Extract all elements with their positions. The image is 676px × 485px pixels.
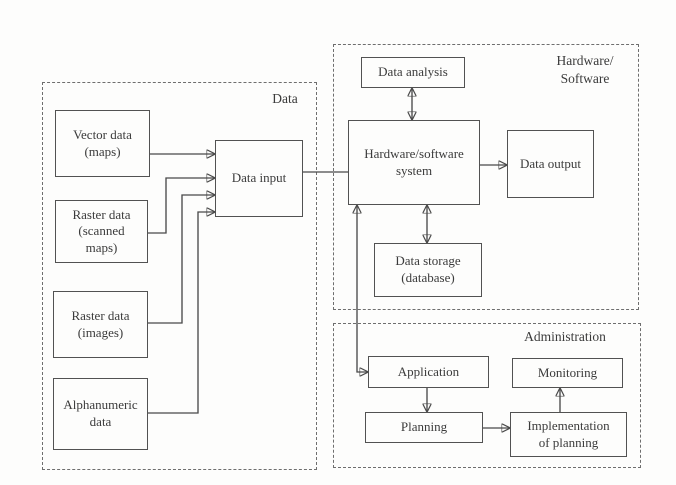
node-vector-data: Vector data (maps) — [55, 110, 150, 177]
node-alphanumeric-data-label: Alphanumeric data — [63, 397, 138, 429]
edge-raster-scanned-to-input — [148, 178, 214, 234]
node-raster-images-label: Raster data (images) — [71, 307, 130, 340]
node-data-output: Data output — [507, 130, 594, 198]
node-implementation-of-planning-label: Implementation of planning — [527, 417, 610, 450]
region-hardware-software — [333, 44, 639, 310]
node-implementation-of-planning: Implementation of planning — [510, 412, 627, 457]
node-raster-scanned: Raster data (scanned maps) — [55, 200, 148, 263]
node-data-output-label: Data output — [519, 155, 581, 171]
region-label-administration: Administration — [524, 329, 606, 344]
region-label-data: Data — [272, 91, 298, 106]
region-administration — [333, 323, 641, 468]
node-data-storage: Data storage (database) — [374, 243, 482, 297]
region-data — [42, 82, 317, 470]
node-hardware-software-system: Hardware/software system — [348, 120, 480, 205]
node-planning-label: Planning — [400, 419, 448, 435]
node-raster-scanned-label: Raster data (scanned maps) — [72, 206, 131, 255]
node-vector-data-label: Vector data (maps) — [73, 126, 132, 159]
node-data-input: Data input — [215, 140, 303, 217]
node-raster-images: Raster data (images) — [53, 291, 148, 358]
node-data-storage-label: Data storage (database) — [395, 253, 461, 285]
node-application-label: Application — [397, 363, 460, 379]
region-label-hardware-software: Hardware/ Software — [556, 53, 614, 87]
edge-raster-images-to-input — [148, 195, 214, 324]
node-data-analysis: Data analysis — [361, 57, 465, 88]
node-application: Application — [368, 356, 489, 388]
node-data-analysis-label: Data analysis — [378, 64, 448, 80]
edge-system-application-bidirectional — [357, 206, 367, 372]
node-hardware-software-system-label: Hardware/software system — [364, 145, 464, 178]
edge-alphanumeric-to-input — [148, 212, 214, 414]
node-monitoring: Monitoring — [512, 358, 623, 388]
node-data-input-label: Data input — [231, 170, 287, 186]
node-alphanumeric-data: Alphanumeric data — [53, 378, 148, 450]
node-monitoring-label: Monitoring — [537, 364, 598, 380]
node-planning: Planning — [365, 412, 483, 443]
